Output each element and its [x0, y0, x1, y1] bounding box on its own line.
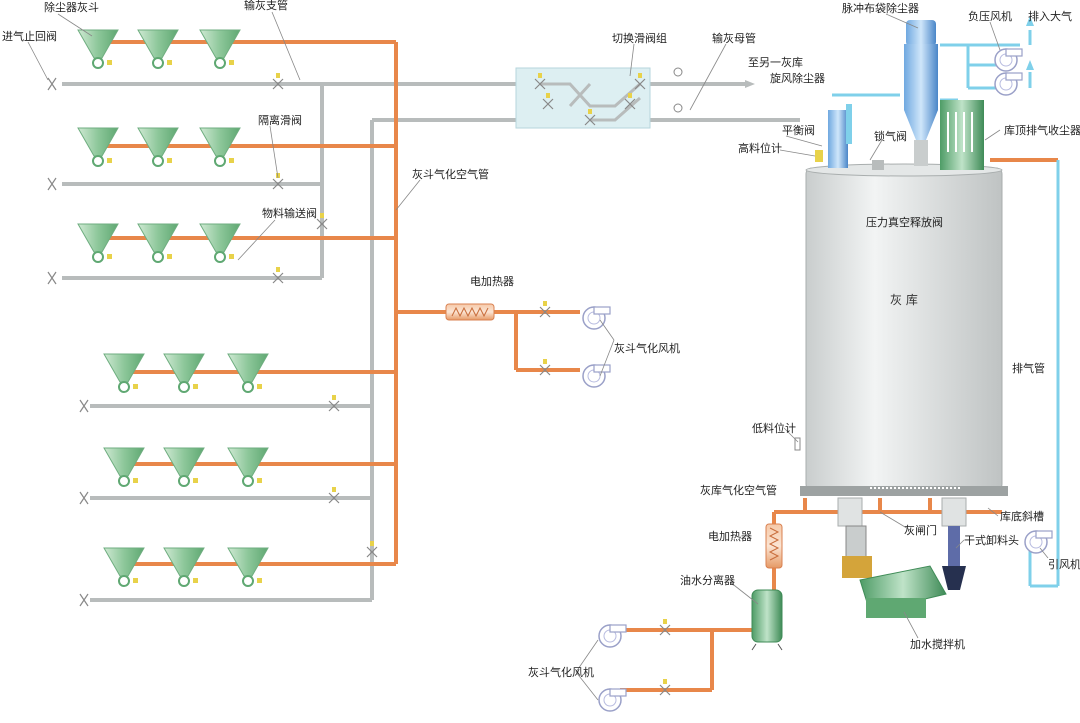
label-ash-gate: 灰闸门	[904, 523, 937, 537]
roof-collector	[940, 100, 984, 170]
hopper	[103, 547, 145, 587]
isolation-valve	[328, 394, 340, 412]
label-pv-release: 压力真空释放阀	[866, 215, 943, 229]
blower-icon	[994, 48, 1023, 72]
label-blower-bottom: 灰斗气化风机	[528, 665, 594, 679]
ash-silo	[794, 150, 1008, 527]
label-to-other-silo: 至另一灰库	[748, 55, 803, 69]
blower-icon	[1024, 530, 1053, 554]
hopper	[77, 29, 119, 69]
label-slope-trough: 库底斜槽	[1000, 509, 1044, 523]
label-silo-air-pipe: 灰库气化空气管	[700, 483, 777, 497]
check-valve-icon	[47, 271, 57, 285]
check-valve-icon	[47, 77, 57, 91]
electric-heater-bottom	[765, 523, 783, 569]
label-balance-valve: 平衡阀	[782, 123, 815, 137]
hopper	[163, 547, 205, 587]
hopper	[227, 547, 269, 587]
check-valve-icon	[79, 399, 89, 413]
label-main-ash-pipe: 输灰母管	[712, 31, 756, 45]
blower-valve	[539, 300, 551, 318]
hopper-group	[77, 29, 269, 587]
label-inlet-check-valve: 进气止回阀	[2, 29, 57, 43]
valve-group	[47, 72, 671, 696]
arrow-icon	[1026, 60, 1034, 70]
check-valve-icon	[79, 593, 89, 607]
arrow-icon	[1026, 16, 1034, 26]
label-high-level: 高料位计	[738, 141, 782, 155]
electric-heater-top	[445, 303, 495, 321]
check-valve-icon	[47, 177, 57, 191]
label-ash-branch-pipe: 输灰支管	[244, 0, 288, 12]
arrow-icon	[745, 80, 755, 88]
oil-water-separator	[751, 589, 783, 651]
hopper	[137, 29, 179, 69]
label-heater-bottom: 电加热器	[708, 530, 752, 543]
label-exhaust-pipe: 排气管	[1012, 361, 1045, 375]
isolation-valve	[272, 72, 284, 90]
hopper	[227, 447, 269, 487]
label-hopper: 除尘器灰斗	[44, 0, 99, 14]
label-neg-fan: 负压风机	[968, 9, 1012, 23]
blower-icon	[598, 624, 627, 648]
label-roof-collector: 库顶排气收尘器	[1004, 123, 1080, 137]
label-material-valve: 物料输送阀	[262, 206, 317, 220]
pulse-bag-filter	[904, 20, 938, 166]
blower-icon	[582, 364, 611, 388]
leader-lines	[27, 11, 1049, 701]
label-isolation-valve: 隔离滑阀	[258, 113, 302, 127]
label-lock-valve: 锁气阀	[874, 129, 907, 143]
blower-icon	[582, 306, 611, 330]
label-cyclone: 旋风除尘器	[770, 71, 825, 85]
blower-icon	[994, 72, 1023, 96]
isolation-valve	[272, 266, 284, 284]
label-switch-valve-group: 切换滑阀组	[612, 31, 667, 45]
label-heater-top: 电加热器	[470, 275, 514, 288]
blower-valve	[659, 618, 671, 636]
humidifying-mixer	[842, 525, 947, 618]
label-silo: 灰 库	[890, 292, 918, 307]
pressure-gauge-icon	[673, 103, 683, 113]
label-dry-unloader: 干式卸料头	[964, 533, 1019, 547]
label-fluid-air-pipe: 灰斗气化空气管	[412, 167, 489, 181]
label-oil-water-sep: 油水分离器	[680, 573, 735, 587]
cyclone-dust-collector	[828, 104, 852, 168]
blower-valve	[539, 358, 551, 376]
gray-conveying-pipes	[62, 82, 800, 602]
label-blower-top: 灰斗气化风机	[614, 341, 680, 355]
isolation-valve	[328, 486, 340, 504]
label-mixer: 加水搅拌机	[910, 637, 965, 651]
dry-unloader	[942, 526, 966, 590]
hopper	[199, 223, 241, 263]
label-induced-fan: 引风机	[1048, 557, 1080, 571]
labels: 除尘器灰斗 进气止回阀 输灰支管 隔离滑阀 物料输送阀 灰斗气化空气管 电加热器…	[2, 0, 1080, 679]
label-pulse-bag: 脉冲布袋除尘器	[842, 1, 919, 15]
blower-valve	[659, 678, 671, 696]
label-exhaust-atm: 排入大气	[1028, 9, 1072, 23]
hopper	[163, 447, 205, 487]
pressure-gauge-icon	[673, 67, 683, 77]
hopper	[137, 223, 179, 263]
check-valve-icon	[79, 491, 89, 505]
label-low-level: 低料位计	[752, 421, 796, 435]
switch-valve-group	[515, 67, 651, 129]
blower-icon	[598, 688, 627, 712]
hopper	[199, 29, 241, 69]
hopper	[103, 447, 145, 487]
hopper	[77, 223, 119, 263]
